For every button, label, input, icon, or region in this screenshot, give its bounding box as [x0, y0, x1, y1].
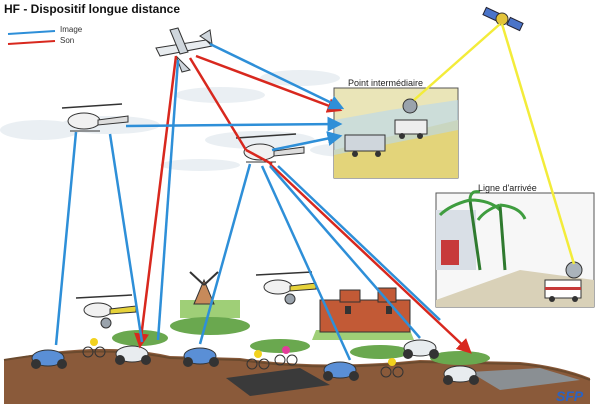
- diagram-title: HF - Dispositif longue distance: [4, 2, 181, 16]
- legend-son-line: [7, 40, 56, 45]
- relay-box-label: Point intermédiaire: [348, 78, 424, 88]
- relay-box: [333, 87, 459, 179]
- finish-box-label: Ligne d'arrivée: [478, 183, 537, 193]
- clouds: [0, 70, 390, 171]
- satellite-links: [413, 23, 576, 265]
- plane-icon: [155, 27, 214, 73]
- motorcycle-icon: [403, 339, 439, 359]
- ground-terrain: [3, 348, 591, 404]
- motorcycle-icon: [183, 347, 219, 367]
- motorcycle-icon: [443, 365, 479, 385]
- helicopter-icon: [255, 271, 317, 305]
- helicopter-icon: [75, 294, 137, 329]
- legend-image-label: Image: [60, 25, 83, 34]
- helicopter-icon: [61, 103, 129, 132]
- motorcycle-icon: [31, 349, 67, 369]
- logo: SFP: [556, 388, 584, 404]
- helicopter-icon: [235, 133, 305, 163]
- cyclists-group: [82, 338, 404, 378]
- legend-son-label: Son: [60, 36, 75, 45]
- image-links: [54, 42, 441, 361]
- satellite-icon: [482, 6, 524, 32]
- motorcycle-icon: [323, 361, 359, 381]
- son-links: [134, 54, 472, 354]
- legend-image-line: [7, 30, 56, 35]
- motorcycle-icon: [115, 345, 151, 365]
- finish-box: [435, 190, 595, 308]
